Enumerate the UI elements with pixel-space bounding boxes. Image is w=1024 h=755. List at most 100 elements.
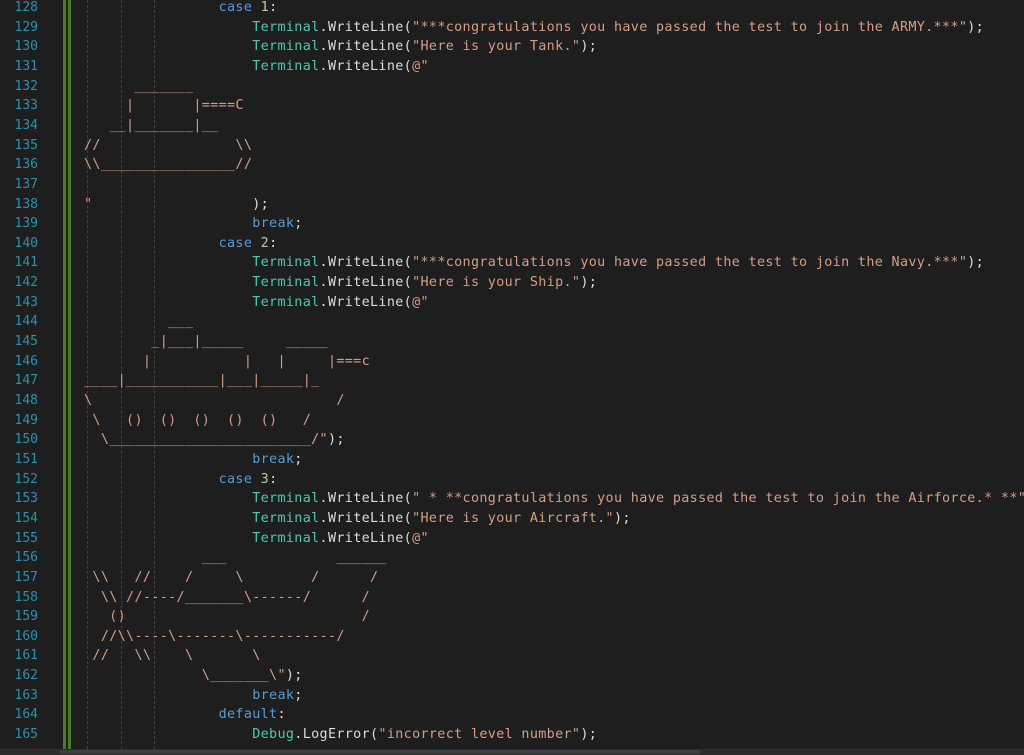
code-line[interactable]: 163 break; [0,686,1024,706]
code-token: .WriteLine( [319,19,413,35]
code-line[interactable]: 158 \\ //----/_______\------/ / [0,588,1024,608]
code-token: case [84,0,261,15]
code-token: // \\ \ \ [84,648,261,664]
code-text: \\________________// [84,155,252,175]
code-token: default [84,707,278,723]
code-token: case [84,235,261,251]
code-line[interactable]: 161 // \\ \ \ [0,646,1024,666]
code-token: "incorrect level number" [378,727,581,743]
code-line[interactable]: 134 __|_______|__ [0,116,1024,136]
code-token: "***congratulations you have passed the … [412,255,968,271]
code-line[interactable]: 152 case 3: [0,470,1024,490]
code-line[interactable]: 157 \\ // / \ / / [0,568,1024,588]
code-line[interactable]: 145 _|___|_____ _____ [0,332,1024,352]
code-line[interactable]: 130 Terminal.WriteLine("Here is your Tan… [0,37,1024,57]
code-line[interactable]: 151 break; [0,450,1024,470]
code-line[interactable]: 133 | |====C [0,96,1024,116]
code-line[interactable]: 142 Terminal.WriteLine("Here is your Shi… [0,273,1024,293]
line-number: 133 [14,98,38,114]
code-text: Terminal.WriteLine("***congratulations y… [84,253,984,273]
code-line[interactable]: 153 Terminal.WriteLine(" * **congratulat… [0,489,1024,509]
code-line[interactable]: 162 \_______\"); [0,666,1024,686]
line-number: 162 [14,668,38,684]
code-token: " * **congratulations you have passed th… [412,491,1024,507]
code-text: ___ ______ [84,548,387,568]
code-line[interactable]: 139 break; [0,214,1024,234]
code-token: ; [294,451,303,467]
code-token: | |====C [84,98,244,114]
code-token: Terminal [84,294,320,310]
code-text: ____|___________|___|_____|_ [84,371,320,391]
code-line[interactable]: 128 case 1: [0,0,1024,18]
code-line[interactable]: 141 Terminal.WriteLine("***congratulatio… [0,253,1024,273]
line-number: 141 [14,255,38,271]
code-text: ___ [84,312,193,332]
code-token: Terminal [84,39,320,55]
code-token: ); [580,275,598,291]
code-line[interactable]: 144 ___ [0,312,1024,332]
code-line[interactable]: 140 case 2: [0,234,1024,254]
line-number: 152 [14,471,38,487]
code-text: break; [84,214,303,234]
line-number: 151 [14,451,38,467]
code-token: : [269,0,278,15]
code-token: 2 [260,235,270,251]
horizontal-scrollbar[interactable] [0,749,1024,755]
code-text: Terminal.WriteLine("Here is your Ship.")… [84,273,597,293]
code-text: \\ //----/_______\------/ / [84,588,370,608]
code-line[interactable]: 135// \\ [0,136,1024,156]
line-number: 128 [14,0,38,15]
code-line[interactable]: 154 Terminal.WriteLine("Here is your Air… [0,509,1024,529]
code-line[interactable]: 149 \ () () () () () / [0,411,1024,431]
code-token: .WriteLine( [319,530,413,546]
line-number: 132 [14,78,38,94]
code-text: \________________________/"); [84,430,345,450]
line-number: 140 [14,235,38,251]
code-token: .WriteLine( [319,491,413,507]
code-line[interactable]: 147____|___________|___|_____|_ [0,371,1024,391]
code-token: break [84,687,295,703]
code-text: _______ [84,77,193,97]
line-number: 165 [14,727,38,743]
code-text: Terminal.WriteLine("Here is your Tank.")… [84,37,597,57]
line-number: 154 [14,510,38,526]
code-text: _|___|_____ _____ [84,332,328,352]
code-line[interactable]: 165 Debug.LogError("incorrect level numb… [0,725,1024,745]
line-number: 153 [14,491,38,507]
code-line[interactable]: 136\\________________// [0,155,1024,175]
line-number: 143 [14,294,38,310]
code-line[interactable]: 150 \________________________/"); [0,430,1024,450]
code-token: .WriteLine( [319,39,413,55]
code-token: Terminal [84,510,320,526]
line-number: 134 [14,117,38,133]
code-token: @" [412,58,429,74]
code-token: Debug [84,727,295,743]
line-number: 150 [14,432,38,448]
code-token: @" [412,294,429,310]
code-line[interactable]: 160 //\\----\-------\-----------/ [0,627,1024,647]
code-line[interactable]: 132 _______ [0,77,1024,97]
code-line[interactable]: 159 () / [0,607,1024,627]
code-line[interactable]: 138 " ); [0,195,1024,215]
code-line[interactable]: 137 [0,175,1024,195]
code-line[interactable]: 155 Terminal.WriteLine(@" [0,529,1024,549]
code-text: break; [84,450,303,470]
code-line[interactable]: 164 default: [0,705,1024,725]
code-token: Terminal [84,491,320,507]
code-line[interactable]: 148\ / [0,391,1024,411]
code-token: "Here is your Ship." [412,275,581,291]
code-line[interactable]: 146 | | | |===c [0,352,1024,372]
code-line[interactable]: 156 ___ ______ [0,548,1024,568]
code-token: : [269,471,278,487]
code-line[interactable]: 131 Terminal.WriteLine(@" [0,57,1024,77]
change-indicator-bar [63,0,66,749]
code-text: Terminal.WriteLine(@" [84,57,429,77]
code-token: ); [967,255,985,271]
line-number: 138 [14,196,38,212]
code-line[interactable]: 129 Terminal.WriteLine("***congratulatio… [0,18,1024,38]
code-token: break [84,451,295,467]
code-text: " ); [84,195,269,215]
scrollbar-thumb[interactable] [60,750,700,754]
code-line[interactable]: 143 Terminal.WriteLine(@" [0,293,1024,313]
